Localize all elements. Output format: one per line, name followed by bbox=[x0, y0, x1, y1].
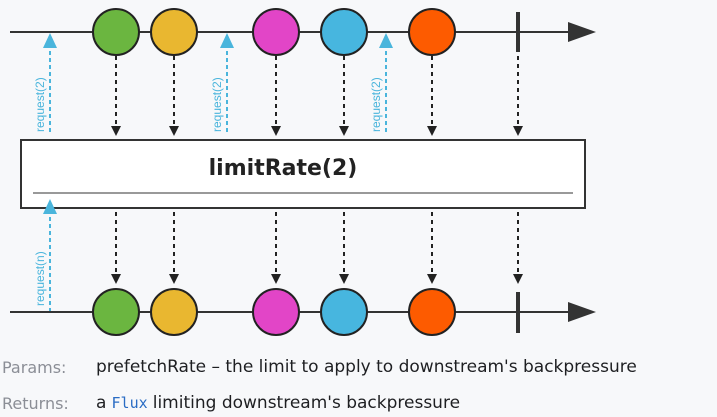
upstream-marble-cyan bbox=[320, 8, 368, 56]
params-text: prefetchRate – the limit to apply to dow… bbox=[96, 357, 637, 377]
downstream-marble-cyan bbox=[320, 288, 368, 336]
returns-label: Returns: bbox=[2, 393, 69, 413]
request-arrowhead-2 bbox=[220, 33, 234, 48]
upstream-marble-yellow bbox=[150, 8, 198, 56]
operator-label: limitRate(2) bbox=[209, 156, 358, 181]
request-arrowhead-3 bbox=[379, 33, 393, 48]
returns-prefix: a bbox=[96, 393, 107, 413]
flux-type-link[interactable]: Flux bbox=[111, 394, 148, 412]
downstream-timeline-arrowhead bbox=[568, 302, 596, 322]
upstream-marble-orange bbox=[408, 8, 456, 56]
params-label: Params: bbox=[2, 357, 67, 377]
downstream-marble-orange bbox=[408, 288, 456, 336]
request-label-1: request(2) bbox=[33, 77, 47, 132]
returns-row: Returns: a Flux limiting downstream's ba… bbox=[0, 390, 460, 416]
downstream-marble-yellow bbox=[150, 288, 198, 336]
request-arrowhead-4 bbox=[43, 199, 57, 214]
request-label-3: request(2) bbox=[369, 77, 383, 132]
upstream-timeline-arrowhead bbox=[568, 22, 596, 42]
upstream-marble-magenta bbox=[252, 8, 300, 56]
marble-diagram: request(2) request(2) request(2) limitRa… bbox=[10, 8, 596, 336]
request-arrowhead-1 bbox=[43, 33, 57, 48]
params-row: Params: prefetchRate – the limit to appl… bbox=[0, 354, 637, 380]
request-label-4: request(n) bbox=[33, 251, 47, 306]
operator-box bbox=[20, 139, 586, 209]
request-label-2: request(2) bbox=[210, 77, 224, 132]
downstream-marble-green bbox=[92, 288, 140, 336]
returns-suffix: limiting downstream's backpressure bbox=[152, 393, 461, 413]
downstream-marble-magenta bbox=[252, 288, 300, 336]
upstream-marble-green bbox=[92, 8, 140, 56]
